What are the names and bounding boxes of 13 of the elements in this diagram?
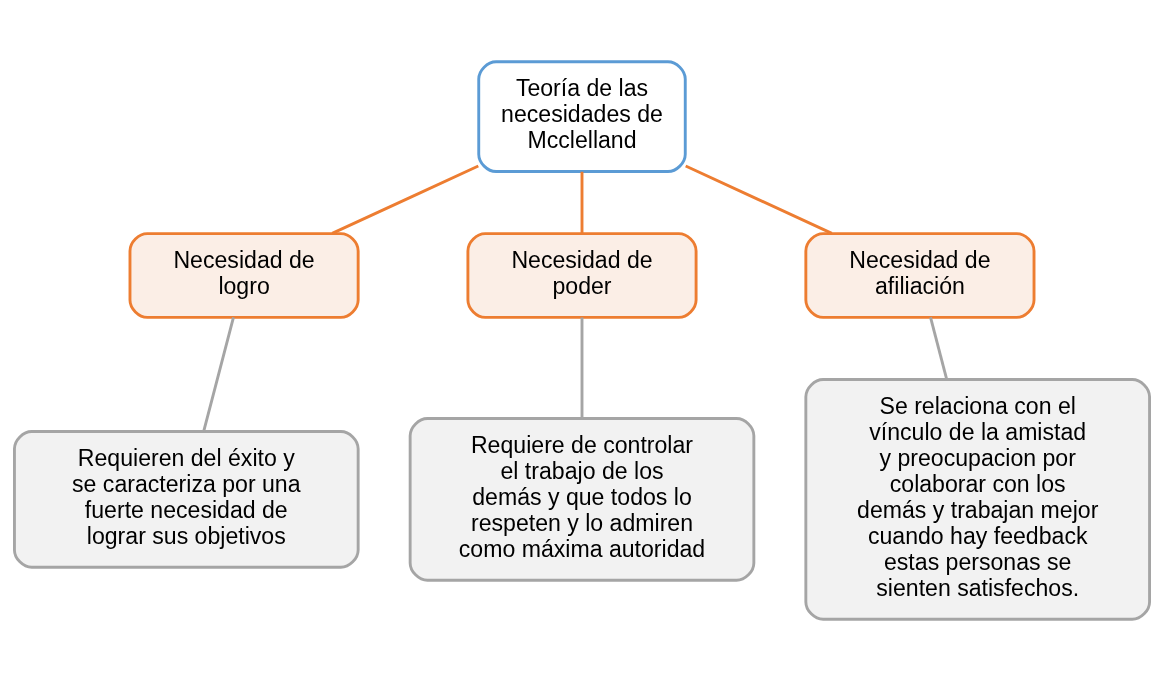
node-box: Necesidad de logro <box>128 231 360 319</box>
connector <box>202 316 235 432</box>
connector <box>580 171 584 234</box>
connector <box>580 317 584 418</box>
node-box: Necesidad de afiliación <box>804 231 1036 319</box>
connector <box>685 164 833 235</box>
node-box: Se relaciona con el vínculo de la amistad y preocupacion por colaborar con los demás y trabajan mejor cuando hay feedback estas personas se sienten satisfechos. <box>804 377 1151 621</box>
node-box: Requiere de controlar el trabajo de los demás y que todos lo respeten y lo admiren como máxima autoridad <box>408 416 756 582</box>
connector <box>331 164 479 235</box>
node-box: Teoría de las necesidades de Mcclelland <box>477 59 687 173</box>
connector <box>929 316 949 379</box>
node-box: Necesidad de poder <box>466 231 698 319</box>
node-box: Requieren del éxito y se caracteriza por una fuerte necesidad de lograr sus objetivos <box>13 429 360 569</box>
